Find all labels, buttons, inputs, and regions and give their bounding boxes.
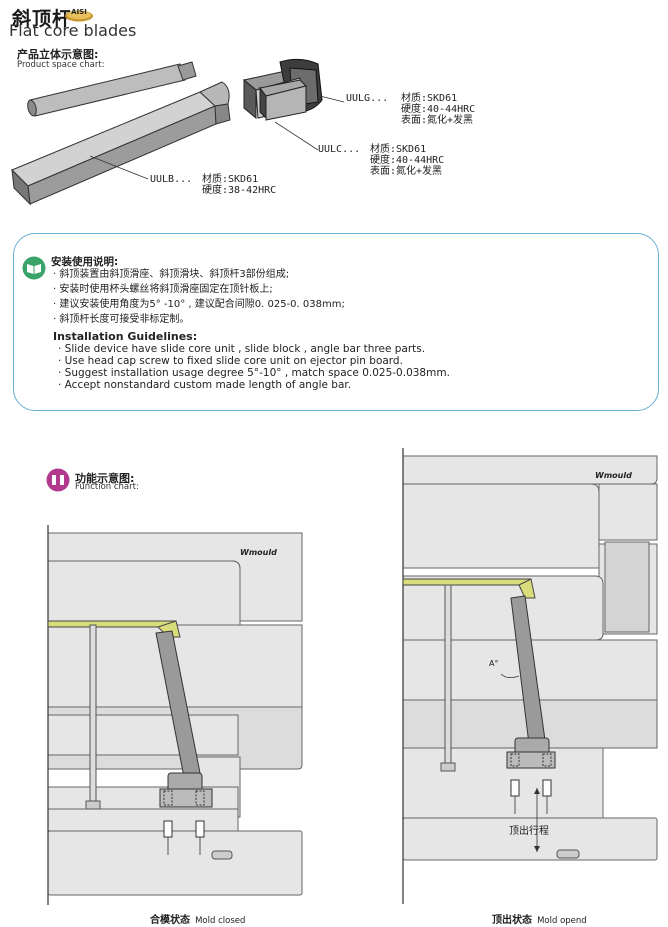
uulg-hardness: 硬度:40-44HRC <box>401 104 476 115</box>
uulb-spec: UULB... 材质:SKD61 硬度:38-42HRC <box>150 174 276 218</box>
aisi-badge: AISI <box>65 8 93 22</box>
leader-line-uulg <box>319 95 345 103</box>
aisi-badge-text: AISI <box>71 8 87 16</box>
page-title-en: Flat core blades <box>9 21 137 40</box>
uulg-surface: 表面:氮化+发黑 <box>401 115 474 126</box>
uulc-surface: 表面:氮化+发黑 <box>370 166 443 177</box>
uulg-material: 材质:SKD61 <box>401 93 458 104</box>
mold-closed-diagram: Wmould <box>47 525 303 905</box>
uulg-spec: UULG... 材质:SKD61 硬度:40-44HRC 表面:氮化+发黑 <box>346 93 475 148</box>
uulc-spec: UULC... 材质:SKD61 硬度:40-44HRC 表面:氮化+发黑 <box>318 144 444 199</box>
uulc-material: 材质:SKD61 <box>370 144 427 155</box>
function-section-title-en: Function chart: <box>75 482 139 492</box>
mold-closed-en: Mold closed <box>195 916 246 926</box>
installation-guidelines-box <box>13 233 659 411</box>
uulb-material: 材质:SKD61 <box>202 174 259 185</box>
guideline-cn-2: · 安装时使用杯头螺丝将斜顶滑座固定在顶针板上; <box>53 284 273 295</box>
uulb-hardness: 硬度:38-42HRC <box>202 185 277 196</box>
function-chart-icon <box>46 468 70 492</box>
angle-label: A° <box>489 659 498 668</box>
uulc-hardness: 硬度:40-44HRC <box>370 155 445 166</box>
uulb-code: UULB... <box>150 174 193 185</box>
guidelines-title-cn: 安装使用说明: <box>51 256 119 268</box>
mold-open-en: Mold opend <box>537 916 587 926</box>
guideline-en-4: · Accept nonstandard custom made length … <box>58 379 352 391</box>
leader-line-uulb <box>89 155 149 180</box>
function-section-title-cn: 功能示意图: <box>75 472 135 485</box>
mold-open-diagram: Wmould A° 顶出行程 <box>402 448 658 904</box>
guideline-en-2: · Use head cap screw to fixed slide core… <box>58 355 403 367</box>
product-illustration <box>11 58 345 206</box>
uulc-code: UULC... <box>318 144 361 155</box>
product-section-title-en: Product space chart: <box>17 60 105 70</box>
uulg-code: UULG... <box>346 93 389 104</box>
product-section-title-cn: 产品立体示意图: <box>17 48 99 61</box>
book-icon <box>22 256 46 280</box>
leader-line-uulc <box>274 121 319 151</box>
guidelines-title-en: Installation Guidelines: <box>53 330 198 343</box>
guideline-en-1: · Slide device have slide core unit , sl… <box>58 343 426 355</box>
angle-bar-illustration <box>11 81 231 206</box>
mold-closed-cn: 合模状态 <box>150 915 190 926</box>
ejection-stroke-label: 顶出行程 <box>509 824 549 837</box>
guideline-cn-4: · 斜顶杆长度可接受非标定制。 <box>53 314 190 325</box>
mold-closed-caption: 合模状态 Mold closed <box>150 908 245 927</box>
slide-core-illustration <box>259 79 307 121</box>
mold-open-cn: 顶出状态 <box>492 915 532 926</box>
page-title-cn: 斜顶杆 <box>12 8 73 30</box>
guideline-cn-1: · 斜顶装置由斜顶滑座、斜顶滑块、斜顶杆3部份组成; <box>53 269 290 280</box>
guideline-cn-3: · 建议安装使用角度为5° -10° , 建议配合间隙0. 025-0. 038… <box>53 299 345 310</box>
mold-open-caption: 顶出状态 Mold opend <box>492 908 587 927</box>
wmould-brand-left: Wmould <box>240 548 277 557</box>
guideline-en-3: · Suggest installation usage degree 5°-1… <box>58 367 450 379</box>
wmould-brand-right: Wmould <box>595 471 632 480</box>
round-pin-illustration <box>27 61 197 117</box>
